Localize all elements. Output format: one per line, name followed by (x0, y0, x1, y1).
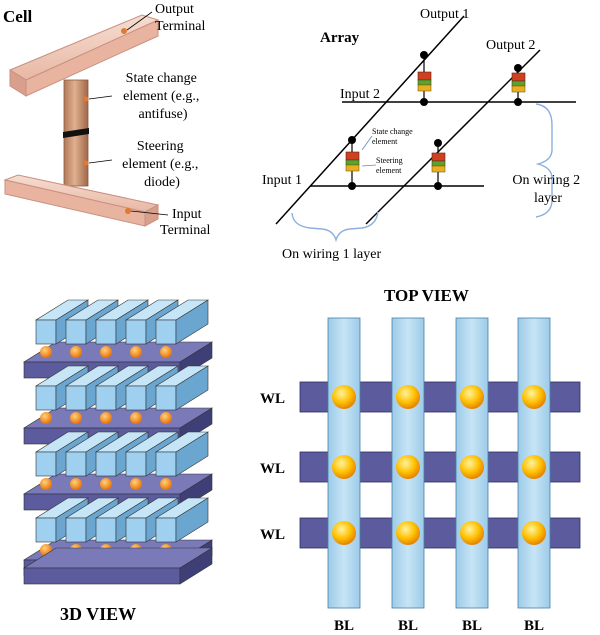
wl-label: WL (260, 391, 285, 407)
3d-cell-dot (130, 412, 142, 424)
top-view-title: TOP VIEW (384, 286, 469, 305)
state-change-small-label: State change element (372, 127, 415, 146)
3d-cell-dot (100, 346, 112, 358)
wl-label: WL (260, 461, 285, 477)
3d-cell-dot (70, 412, 82, 424)
input-terminal-beam (3, 174, 160, 227)
memory-cell (332, 385, 356, 409)
array-cell-upper-left (417, 51, 432, 106)
wiring2-brace (535, 103, 553, 218)
3d-base-wordline (22, 547, 214, 585)
wiring1-label: On wiring 1 layer (282, 247, 381, 262)
3d-cell-dot (40, 478, 52, 490)
memory-cell (332, 455, 356, 479)
wiring1-brace (291, 211, 379, 243)
3d-cell-dot (70, 346, 82, 358)
3d-cell-dot (100, 412, 112, 424)
steering-label: Steering element (e.g., diode) (122, 139, 202, 190)
wiring2-label: On wiring 2 layer (512, 173, 583, 206)
memory-cell (460, 521, 484, 545)
top-view: TOP VIEW WL WL WL BL BL BL BL (260, 286, 581, 634)
state-change-label: State change element (e.g., antifuse) (123, 71, 203, 122)
3d-cell-dot (70, 478, 82, 490)
output-terminal-beam (8, 14, 160, 97)
cell-diagram: Cell Output (3, 2, 210, 238)
3d-cell-dot (40, 346, 52, 358)
output-terminal-label: Output Terminal (155, 2, 205, 34)
3d-layer (22, 497, 214, 577)
input-terminal-label: Input Terminal (160, 207, 210, 238)
memory-cell (522, 521, 546, 545)
3d-bitline (154, 365, 210, 411)
state-change-callout-line (361, 135, 373, 151)
memory-cell (332, 521, 356, 545)
3d-view: 3D VIEW (22, 299, 214, 624)
cell-leader-lines (88, 11, 169, 216)
3d-bitline (154, 497, 210, 543)
input1-label: Input 1 (262, 173, 302, 188)
bl-label: BL (334, 618, 354, 634)
steering-small-label: Steering element (376, 156, 405, 175)
output2-wire (365, 49, 541, 225)
3d-view-title: 3D VIEW (60, 604, 136, 624)
input2-label: Input 2 (340, 87, 380, 102)
memory-cell (396, 521, 420, 545)
output2-label: Output 2 (486, 38, 535, 53)
memory-cell (460, 455, 484, 479)
3d-bitline (154, 431, 210, 477)
3d-cell-dot (40, 412, 52, 424)
output1-wire (275, 15, 465, 225)
3d-bitline (154, 299, 210, 345)
memory-cell (396, 385, 420, 409)
output1-label: Output 1 (420, 7, 469, 22)
memory-cell (522, 455, 546, 479)
3d-cell-dot (160, 346, 172, 358)
bl-label: BL (398, 618, 418, 634)
array-cell-upper-right (511, 64, 526, 106)
3d-cell-dot (160, 412, 172, 424)
cell-pillar (63, 79, 89, 187)
3d-layer (22, 431, 214, 511)
array-diagram: Array Output 1 Output 2 Input 2 Input 1 (262, 7, 583, 262)
3d-cell-dot (130, 346, 142, 358)
steering-callout-line (361, 164, 377, 167)
array-title: Array (320, 30, 360, 46)
memory-cell (396, 455, 420, 479)
memory-cell (522, 385, 546, 409)
array-cell-lower-left (345, 136, 360, 190)
bl-label: BL (524, 618, 544, 634)
3d-cell-dot (100, 478, 112, 490)
3d-cell-dot (160, 478, 172, 490)
array-cell-lower-right (431, 139, 446, 190)
wl-label: WL (260, 527, 285, 543)
memory-cell (460, 385, 484, 409)
3d-cell-dot (130, 478, 142, 490)
cell-title: Cell (3, 7, 33, 26)
bl-label: BL (462, 618, 482, 634)
